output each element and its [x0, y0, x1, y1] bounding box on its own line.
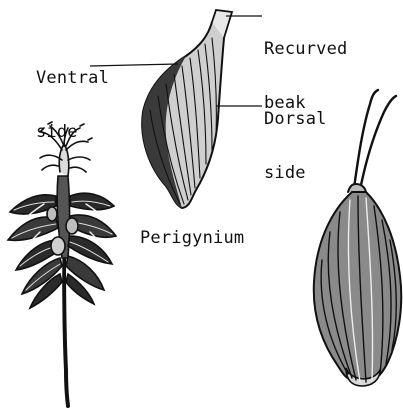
beak-tooth-right — [360, 96, 396, 190]
label-dorsal-side: Dorsal side — [264, 74, 327, 218]
label-recurved-beak-line1: Recurved — [264, 40, 347, 58]
label-ventral-side: Ventral side — [36, 33, 109, 177]
label-ventral-side-line1: Ventral — [36, 69, 109, 87]
label-ventral-side-line2: side — [36, 123, 109, 141]
label-perigynium: Perigynium — [140, 229, 244, 247]
label-dorsal-side-line2: side — [264, 164, 327, 182]
perigynium-side-view — [142, 10, 232, 208]
label-dorsal-side-line1: Dorsal — [264, 110, 327, 128]
